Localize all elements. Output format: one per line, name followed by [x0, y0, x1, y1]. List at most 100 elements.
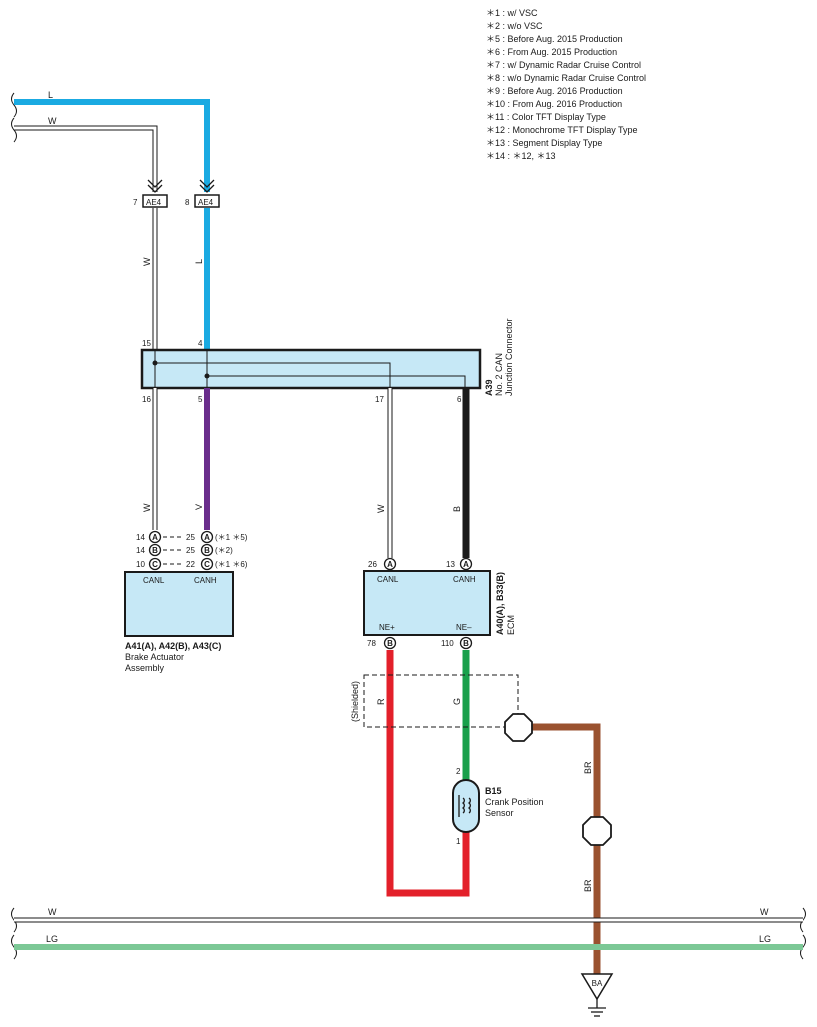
- brake-letter-right-c: C: [204, 560, 210, 569]
- sensor-name-line2: Sensor: [485, 808, 514, 818]
- junction-node-right: [204, 373, 210, 379]
- junction-pin-16: 16: [142, 395, 151, 404]
- ground-icon: [588, 999, 606, 1017]
- wire-label-br-1: BR: [583, 761, 593, 774]
- wire-label-shield-r: R: [376, 698, 386, 705]
- brake-pin-right-a: 25: [186, 533, 195, 542]
- wire-top-w: [14, 125, 158, 192]
- sensor-pin-2: 2: [456, 767, 461, 776]
- note-9: ＊9 : Before Aug. 2016 Production: [486, 86, 623, 96]
- notes-block: ＊1 : w/ VSC ＊2 : w/o VSC ＊5 : Before Aug…: [486, 8, 646, 161]
- brake-letter-right-b: B: [204, 546, 210, 555]
- brake-note-b: (＊2): [215, 546, 233, 555]
- brake-letter-left-c: C: [152, 560, 158, 569]
- ae4-right-pin: 8: [185, 198, 190, 207]
- wire-label-brake-w: W: [142, 503, 152, 512]
- brake-pin-row-b: 14 B 25 B (＊2): [136, 543, 233, 557]
- wire-label-top-l: L: [48, 90, 53, 100]
- ecm-pin-circle-78: [383, 636, 397, 650]
- brake-name-line1: Brake Actuator: [125, 652, 184, 662]
- brake-pin-circle-right-b: [200, 543, 214, 557]
- brake-pin-left-c: 10: [136, 560, 145, 569]
- ae4-left-box: [142, 194, 168, 208]
- ecm-letter-26: A: [387, 560, 393, 569]
- brake-canl-label: CANL: [143, 576, 165, 585]
- wire-label-bottom-w-right: W: [760, 907, 769, 917]
- sensor-code: B15: [485, 786, 502, 796]
- ecm-letter-110: B: [463, 639, 469, 648]
- brake-pin-left-b: 14: [136, 546, 145, 555]
- ecm-pin-circle-13: [459, 557, 473, 571]
- wire-br-ground: [532, 723, 601, 978]
- note-5: ＊5 : Before Aug. 2015 Production: [486, 34, 623, 44]
- note-11: ＊11 : Color TFT Display Type: [486, 112, 606, 122]
- ae4-right-name: AE4: [198, 198, 214, 207]
- wire-label-br-2: BR: [583, 879, 593, 892]
- note-12: ＊12 : Monochrome TFT Display Type: [486, 125, 638, 135]
- wire-label-ae4-w: W: [142, 257, 152, 266]
- junction-pin-17: 17: [375, 395, 384, 404]
- chevron-connector-left: [147, 179, 163, 193]
- ecm-letter-13: A: [463, 560, 469, 569]
- note-7: ＊7 : w/ Dynamic Radar Cruise Control: [486, 60, 641, 70]
- ecm-ne-minus-label: NE–: [456, 623, 472, 632]
- note-14: ＊14 : ＊12, ＊13: [486, 151, 556, 161]
- junction-node-left: [152, 360, 158, 366]
- junction-code: A39: [484, 379, 494, 396]
- ecm-box: [363, 570, 491, 636]
- ecm-name: ECM: [506, 615, 516, 635]
- wire-top-l: [14, 99, 210, 192]
- sensor-coil-icon: [458, 795, 471, 817]
- wire-label-ecm-b: B: [452, 506, 462, 512]
- brake-pin-circle-left-c: [148, 557, 162, 571]
- ecm-pin-circle-26: [383, 557, 397, 571]
- ground-point-ba: [580, 973, 614, 1001]
- brake-name-line2: Assembly: [125, 663, 165, 673]
- ground-splice-octagon: [582, 816, 612, 846]
- junction-name-line2: Junction Connector: [504, 318, 514, 396]
- brake-pin-circle-right-c: [200, 557, 214, 571]
- junction-pin-5: 5: [198, 395, 203, 404]
- junction-connector-box: [140, 348, 482, 390]
- ae4-left: 7 AE4: [133, 194, 168, 208]
- crank-sensor-body: [452, 779, 480, 833]
- ecm-pin-circle-110: [459, 636, 473, 650]
- chevron-connector-right: [199, 179, 215, 193]
- wire-top-w-inner: [14, 126, 157, 192]
- bottom-break-marks: [11, 907, 806, 960]
- ecm-ne-plus-label: NE+: [379, 623, 395, 632]
- ecm-letter-78: B: [387, 639, 393, 648]
- shield-label: (Shielded): [350, 681, 360, 722]
- sensor-pin-1: 1: [456, 837, 461, 846]
- note-10: ＊10 : From Aug. 2016 Production: [486, 99, 622, 109]
- sensor-name-line1: Crank Position: [485, 797, 544, 807]
- note-1: ＊1 : w/ VSC: [486, 8, 538, 18]
- brake-actuator-box: [124, 571, 234, 637]
- note-13: ＊13 : Segment Display Type: [486, 138, 602, 148]
- ecm-pin-78: 78: [367, 639, 376, 648]
- brake-letter-left-a: A: [152, 533, 158, 542]
- wire-r-sensor: [386, 650, 470, 897]
- shield-box: [363, 674, 519, 728]
- ae4-right: 8 AE4: [185, 194, 220, 208]
- ae4-right-box: [194, 194, 220, 208]
- note-8: ＊8 : w/o Dynamic Radar Cruise Control: [486, 73, 646, 83]
- brake-pin-circle-right-a: [200, 530, 214, 544]
- note-2: ＊2 : w/o VSC: [486, 21, 543, 31]
- wire-label-ae4-l: L: [194, 259, 204, 264]
- junction-pin-6: 6: [457, 395, 462, 404]
- wire-label-ecm-w: W: [376, 504, 386, 513]
- brake-canh-label: CANH: [194, 576, 217, 585]
- ecm-canh-label: CANH: [453, 575, 476, 584]
- ecm-pin-13: 13: [446, 560, 455, 569]
- brake-pin-right-c: 22: [186, 560, 195, 569]
- brake-code: A41(A), A42(B), A43(C): [125, 641, 221, 651]
- ecm-pin-110: 110: [441, 639, 454, 648]
- brake-note-c: (＊1 ＊6): [215, 560, 248, 569]
- note-6: ＊6 : From Aug. 2015 Production: [486, 47, 617, 57]
- junction-internal-traces: [154, 350, 466, 388]
- brake-pin-right-b: 25: [186, 546, 195, 555]
- brake-pin-left-a: 14: [136, 533, 145, 542]
- brake-pin-circle-left-a: [148, 530, 162, 544]
